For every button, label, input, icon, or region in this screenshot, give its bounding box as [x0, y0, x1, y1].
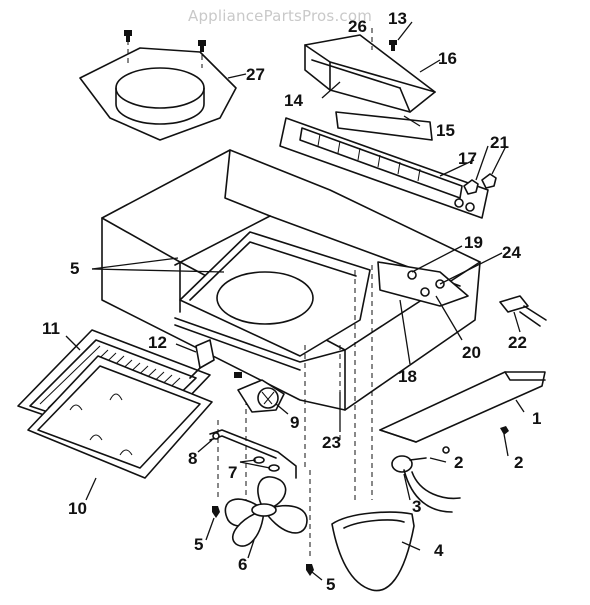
callout-11: 11	[42, 319, 60, 338]
screw-part-5	[212, 506, 314, 576]
callout-14: 14	[284, 91, 303, 110]
callout-24: 24	[502, 243, 521, 262]
callout-23: 23	[322, 433, 341, 452]
filler-strip-part-15	[335, 111, 433, 141]
callout-26: 26	[348, 17, 367, 36]
callout-8: 8	[188, 449, 198, 468]
callout-4: 4	[434, 541, 444, 560]
fan-blade-part-6	[224, 476, 308, 547]
grille-panel-part-17	[279, 117, 489, 219]
nuts-part-7	[253, 456, 280, 472]
callout-3: 3	[412, 497, 422, 516]
motor-part-9	[234, 372, 285, 413]
light-housing-part-1	[379, 371, 546, 443]
callout-5-middle: 5	[194, 535, 204, 554]
callout-10: 10	[68, 499, 87, 518]
bracket-part-8	[209, 429, 297, 479]
callout-20: 20	[462, 343, 481, 362]
callout-1: 1	[532, 409, 542, 428]
callout-19: 19	[464, 233, 483, 252]
callout-5-top: 5	[70, 259, 80, 278]
deflector-part-4	[331, 511, 415, 592]
leader-lines	[65, 21, 525, 581]
terminal-part-22	[499, 295, 547, 327]
switch-part-12	[189, 339, 215, 379]
callout-22: 22	[508, 333, 527, 352]
grease-filter-part-10	[27, 355, 213, 479]
callout-9: 9	[290, 413, 300, 432]
callout-2-left: 2	[454, 453, 464, 472]
callout-27: 27	[246, 65, 265, 84]
screw-part-2	[500, 426, 509, 435]
callout-6: 6	[238, 555, 248, 574]
knobs-part-21	[463, 173, 497, 195]
callout-17: 17	[458, 149, 477, 168]
callout-21: 21	[490, 133, 509, 152]
callout-2-right: 2	[514, 453, 524, 472]
duct-cover-part-16	[304, 34, 436, 113]
callout-12: 12	[148, 333, 167, 352]
callout-7: 7	[228, 463, 238, 482]
callout-13: 13	[388, 9, 407, 28]
watermark-text: AppliancePartsPros.com	[188, 7, 373, 25]
callout-16: 16	[438, 49, 457, 68]
callout-15: 15	[436, 121, 455, 140]
damper-plate-part-27	[79, 30, 237, 141]
callout-18: 18	[398, 367, 417, 386]
callout-5-bottom: 5	[326, 575, 336, 594]
lamp-socket-part-3	[391, 446, 461, 513]
